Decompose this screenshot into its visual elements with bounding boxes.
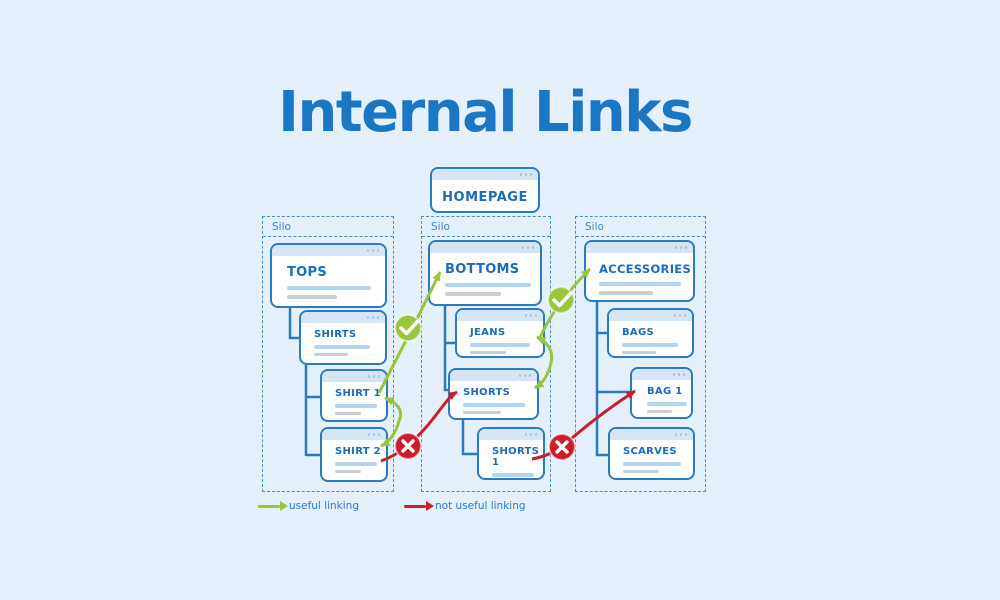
placeholder-line [622,343,678,347]
card-shorts: SHORTS [448,368,539,420]
window-dots-icon [322,429,386,440]
legend-useful: useful linking [258,500,359,512]
placeholder-line [492,473,534,477]
card-bags: BAGS [607,308,694,358]
silo-label: Silo [422,217,550,237]
window-dots-icon [322,371,386,382]
placeholder-line [287,295,337,299]
placeholder-line [622,350,656,354]
card-shorts-1: SHORTS 1 [477,427,545,480]
placeholder-line [647,409,672,413]
placeholder-line [335,462,377,466]
window-dots-icon [272,245,385,256]
card-homepage: HOMEPAGE [430,167,540,213]
placeholder-line [463,403,525,407]
window-dots-icon [609,310,692,321]
card-title: SHIRTS [314,329,357,340]
card-bag-1: BAG 1 [630,367,693,419]
card-scarves: SCARVES [608,427,695,480]
window-dots-icon [430,242,540,253]
x-icon [548,433,576,461]
placeholder-line [470,350,506,354]
card-title: TOPS [287,265,328,280]
card-title: BAGS [622,327,654,338]
card-accessories: ACCESSORIES [584,240,695,302]
legend-label: not useful linking [435,500,526,512]
card-shirt-2: SHIRT 2 [320,427,388,482]
card-tops: TOPS [270,243,387,308]
card-jeans: JEANS [455,308,545,358]
placeholder-line [599,282,681,286]
window-dots-icon [610,429,693,440]
card-shirt-1: SHIRT 1 [320,369,388,422]
card-title: SHORTS [463,387,511,398]
page-title: Internal Links [278,80,693,145]
legend-not-useful: not useful linking [404,500,526,512]
x-icon [394,432,422,460]
card-title: SHIRT 1 [335,388,381,399]
placeholder-line [599,291,653,295]
window-dots-icon [479,429,543,440]
card-title: HOMEPAGE [442,190,528,205]
silo-box-accessories: Silo [575,216,706,492]
card-title: JEANS [470,327,506,338]
placeholder-line [647,402,687,406]
placeholder-line [623,462,681,466]
placeholder-line [445,292,501,296]
window-dots-icon [450,370,537,381]
placeholder-line [470,343,530,347]
window-dots-icon [632,369,691,380]
card-title: BOTTOMS [445,262,520,277]
check-icon [394,314,422,342]
card-title: SHIRT 2 [335,446,381,457]
placeholder-line [463,410,501,414]
placeholder-line [623,469,659,473]
check-icon [547,286,575,314]
red-arrow-icon [404,501,434,511]
silo-label: Silo [263,217,393,237]
legend-label: useful linking [289,500,359,512]
green-arrow-icon [258,501,288,511]
placeholder-line [335,411,361,415]
card-title: SCARVES [623,446,677,457]
card-title: BAG 1 [647,386,683,397]
window-dots-icon [432,169,538,180]
placeholder-line [314,345,370,349]
placeholder-line [335,404,377,408]
window-dots-icon [301,312,385,323]
silo-label: Silo [576,217,705,237]
card-title: ACCESSORIES [599,262,692,276]
card-shirts: SHIRTS [299,310,387,365]
card-bottoms: BOTTOMS [428,240,542,306]
placeholder-line [445,283,531,287]
placeholder-line [314,352,348,356]
placeholder-line [287,286,371,290]
card-title: SHORTS 1 [492,446,540,468]
window-dots-icon [586,242,693,253]
placeholder-line [335,469,361,473]
window-dots-icon [457,310,543,321]
